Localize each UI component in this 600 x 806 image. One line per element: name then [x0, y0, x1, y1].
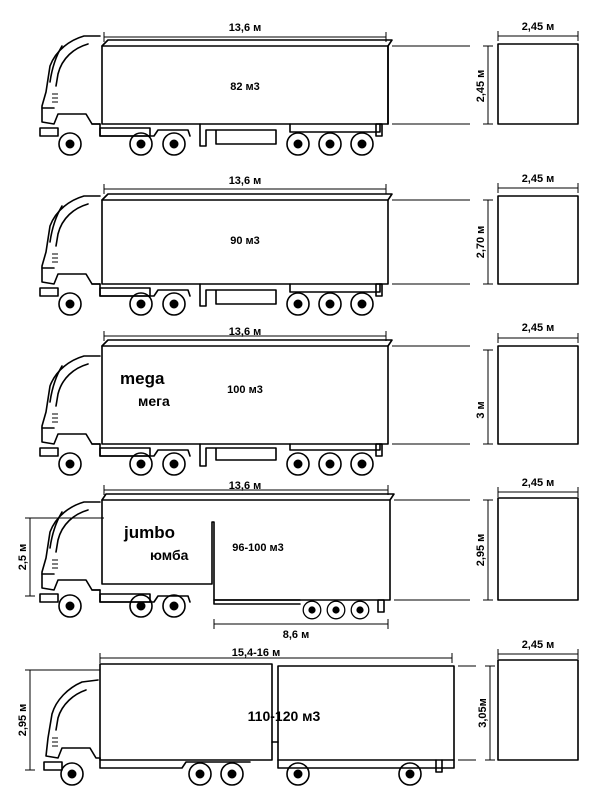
volume-label: 110-120 м3 — [248, 708, 321, 724]
type-latin-label: mega — [120, 369, 165, 388]
length-label: 13,6 м — [229, 480, 262, 492]
cross-section — [497, 195, 579, 285]
wheel-icon — [286, 132, 310, 156]
section-width-label: 2,45 м — [522, 21, 555, 33]
section-width-label: 2,45 м — [522, 639, 555, 651]
height-label: 2,70 м — [475, 226, 487, 259]
truck-body-box — [99, 663, 273, 761]
trailer-box — [101, 499, 391, 601]
lower-length-label: 8,6 м — [283, 629, 310, 641]
length-label: 13,6 м — [229, 22, 262, 34]
wheel-icon — [162, 594, 186, 618]
wheel-icon — [60, 762, 84, 786]
wheel-icon — [398, 762, 422, 786]
wheel-icon — [350, 292, 374, 316]
truck-mega: 13,6 м mega мега 100 м3 3 м 2,45 м — [39, 322, 579, 476]
volume-label: 82 м3 — [230, 81, 260, 93]
wheel-icon — [286, 762, 310, 786]
wheel-icon — [58, 594, 82, 618]
section-width-label: 2,45 м — [522, 477, 555, 489]
wheel-icon — [318, 452, 342, 476]
left-height-label: 2,95 м — [17, 704, 29, 737]
truck-cab-icon — [43, 679, 251, 771]
wheel-icon — [162, 132, 186, 156]
wheel-icon — [350, 452, 374, 476]
cross-section — [497, 659, 579, 761]
section-width-label: 2,45 м — [522, 173, 555, 185]
trailer-box — [101, 345, 389, 445]
volume-label: 90 м3 — [230, 235, 260, 247]
length-label: 13,6 м — [229, 175, 262, 187]
trailer-box — [277, 665, 455, 761]
volume-label: 96-100 м3 — [232, 542, 284, 554]
truck-standard-82: 13,6 м 82 м3 2,45 м 2,45 м — [39, 21, 579, 156]
type-cyrillic-label: мега — [138, 393, 170, 409]
wheel-icon — [326, 600, 346, 620]
cross-section — [497, 497, 579, 601]
wheel-icon — [129, 594, 153, 618]
tractor-cab-icon — [39, 195, 191, 297]
wheel-icon — [318, 132, 342, 156]
truck-road-train: 15,4-16 м 110-120 м3 2,95 м 3,05м 2,45 м — [17, 639, 579, 786]
length-label: 13,6 м — [229, 326, 262, 338]
wheel-icon — [58, 132, 82, 156]
trailer-box — [101, 199, 389, 285]
wheel-icon — [58, 452, 82, 476]
wheel-icon — [350, 600, 370, 620]
wheel-icon — [286, 292, 310, 316]
wheel-icon — [220, 762, 244, 786]
wheel-icon — [188, 762, 212, 786]
height-label: 3,05м — [477, 698, 489, 728]
wheel-icon — [302, 600, 322, 620]
wheel-icon — [162, 452, 186, 476]
type-cyrillic-label: юмба — [150, 547, 189, 563]
truck-jumbo: 13,6 м jumbo юмба 96-100 м3 8,6 м 2,5 м … — [17, 477, 579, 641]
tractor-cab-icon — [39, 35, 191, 137]
height-label: 3 м — [475, 401, 487, 418]
truck-standard-90: 13,6 м 90 м3 2,70 м 2,45 м — [39, 173, 579, 316]
cross-section — [497, 345, 579, 445]
left-height-label: 2,5 м — [17, 544, 29, 571]
volume-label: 100 м3 — [227, 384, 263, 396]
wheel-icon — [58, 292, 82, 316]
wheel-icon — [162, 292, 186, 316]
wheel-icon — [318, 292, 342, 316]
type-latin-label: jumbo — [123, 523, 175, 542]
length-label: 15,4-16 м — [232, 647, 281, 659]
section-width-label: 2,45 м — [522, 322, 555, 334]
height-label: 2,45 м — [475, 70, 487, 103]
wheel-icon — [350, 132, 374, 156]
height-label: 2,95 м — [475, 534, 487, 567]
wheel-icon — [286, 452, 310, 476]
cross-section — [497, 43, 579, 125]
